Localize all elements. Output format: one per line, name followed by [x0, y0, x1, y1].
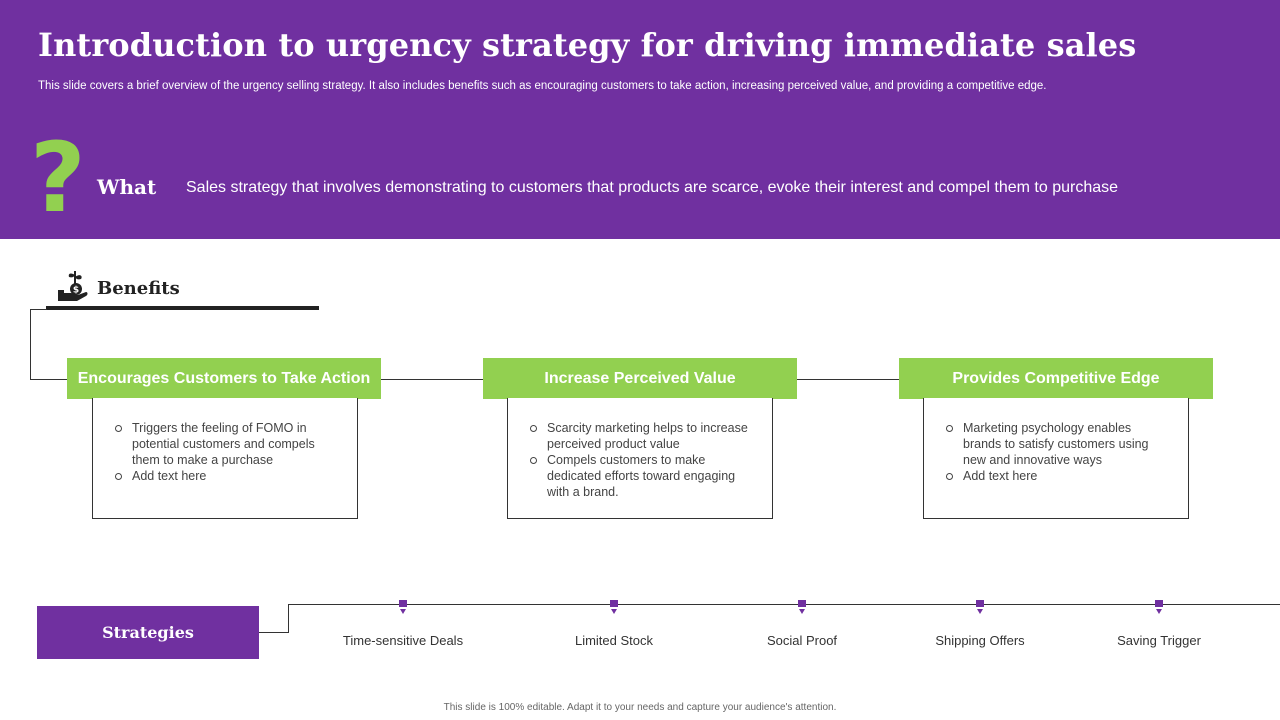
strategy-time-sensitive-deals: Time-sensitive Deals	[342, 633, 464, 648]
benefits-connector-top	[30, 309, 47, 310]
bullet-item: Compels customers to make dedicated effo…	[528, 452, 752, 500]
benefit-card-perceived-value: Scarcity marketing helps to increase per…	[507, 398, 773, 519]
bullet-item: Add text here	[113, 468, 337, 484]
timeline-marker-icon	[1155, 600, 1163, 614]
benefits-connector-vertical	[30, 309, 31, 380]
bullet-item: Add text here	[944, 468, 1168, 484]
bullet-item: Triggers the feeling of FOMO in potentia…	[113, 420, 337, 468]
benefits-label: Benefits	[97, 278, 180, 299]
benefit-title-take-action: Encourages Customers to Take Action	[67, 358, 381, 399]
strategy-shipping-offers: Shipping Offers	[935, 633, 1025, 648]
timeline-marker-icon	[610, 600, 618, 614]
benefit-title-perceived-value: Increase Perceived Value	[483, 358, 797, 399]
benefit-card-take-action: Triggers the feeling of FOMO in potentia…	[92, 398, 358, 519]
what-label: What	[97, 175, 157, 199]
footer-note: This slide is 100% editable. Adapt it to…	[443, 702, 837, 713]
strategy-saving-trigger: Saving Trigger	[1117, 633, 1201, 648]
money-plant-hand-icon: $	[58, 271, 88, 301]
strategy-social-proof: Social Proof	[766, 633, 838, 648]
slide-subtitle: This slide covers a brief overview of th…	[38, 80, 1047, 92]
benefit-title-competitive-edge: Provides Competitive Edge	[899, 358, 1213, 399]
benefits-underline	[46, 306, 319, 310]
strategies-connector-vertical	[288, 604, 289, 633]
question-mark-icon: ?	[30, 122, 86, 234]
timeline-marker-icon	[798, 600, 806, 614]
slide-title: Introduction to urgency strategy for dri…	[38, 26, 1137, 64]
strategies-label-box: Strategies	[37, 606, 259, 659]
benefit-bullets: Scarcity marketing helps to increase per…	[528, 420, 752, 500]
header-band: Introduction to urgency strategy for dri…	[0, 0, 1280, 239]
strategies-connector-stub	[259, 632, 288, 633]
bullet-item: Scarcity marketing helps to increase per…	[528, 420, 752, 452]
timeline-marker-icon	[976, 600, 984, 614]
strategies-timeline	[288, 604, 1280, 605]
benefit-bullets: Marketing psychology enables brands to s…	[944, 420, 1168, 484]
svg-text:$: $	[73, 286, 79, 296]
strategy-limited-stock: Limited Stock	[574, 633, 654, 648]
benefit-card-competitive-edge: Marketing psychology enables brands to s…	[923, 398, 1189, 519]
what-description: Sales strategy that involves demonstrati…	[186, 179, 1119, 196]
timeline-marker-icon	[399, 600, 407, 614]
bullet-item: Marketing psychology enables brands to s…	[944, 420, 1168, 468]
benefit-bullets: Triggers the feeling of FOMO in potentia…	[113, 420, 337, 484]
